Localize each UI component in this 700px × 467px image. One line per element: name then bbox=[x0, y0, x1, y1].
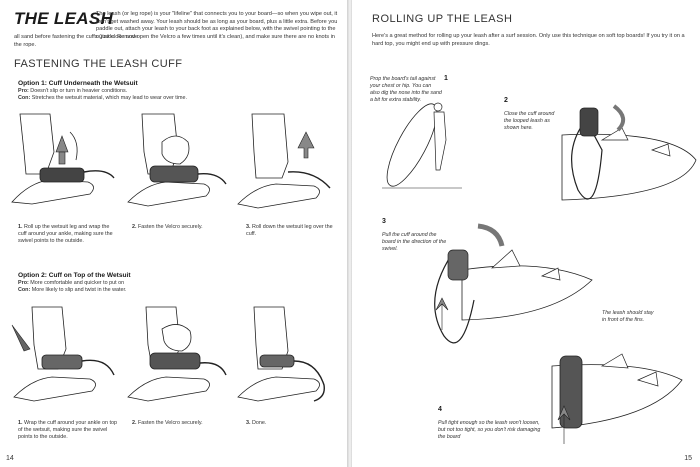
option1-step1-caption: 1. Roll up the wetsuit leg and wrap the … bbox=[18, 224, 118, 245]
option2-step3-illustration bbox=[234, 305, 342, 405]
page-title: THE LEASH bbox=[14, 9, 114, 28]
pro-label: Pro: bbox=[18, 88, 29, 94]
step2-text: Close the cuff around the looped leash a… bbox=[504, 111, 555, 131]
con-label: Con: bbox=[18, 95, 31, 101]
intro-paragraph-continued: all sand before fastening the cuffs (jus… bbox=[14, 34, 335, 48]
step-text: Wrap the cuff around your ankle on top o… bbox=[18, 420, 117, 440]
step-text: Roll down the wetsuit leg over the cuff. bbox=[246, 224, 333, 237]
step3-illustration bbox=[434, 223, 593, 344]
option2-step2-illustration bbox=[122, 305, 230, 405]
pro-label: Pro: bbox=[18, 280, 29, 286]
right-page: ROLLING UP THE LEASH Here's a great meth… bbox=[352, 0, 700, 467]
page-number: 14 bbox=[6, 455, 14, 462]
step-text: Roll up the wetsuit leg and wrap the cuf… bbox=[18, 224, 113, 244]
option1-step1-illustration bbox=[10, 112, 118, 212]
step2-illustration bbox=[561, 104, 697, 201]
option1-step3-illustration bbox=[234, 112, 342, 212]
con-text: More likely to slip and twist in the wat… bbox=[31, 287, 127, 293]
step-number: 2. bbox=[132, 420, 137, 426]
step4-illustration bbox=[551, 353, 683, 444]
step1-text: Prop the board's tail against your chest… bbox=[370, 76, 442, 103]
option2-step2-caption: 2. Fasten the Velcro securely. bbox=[132, 420, 232, 427]
step-text: Done. bbox=[252, 420, 267, 426]
step4-text: Pull tight enough so the leash won't loo… bbox=[438, 420, 541, 440]
option2-con: Con: More likely to slip and twist in th… bbox=[18, 287, 126, 294]
option2-step3-caption: 3. Done. bbox=[246, 420, 336, 427]
step-number: 2. bbox=[132, 224, 137, 230]
con-label: Con: bbox=[18, 287, 31, 293]
side-note: The leash should stay in front of the fi… bbox=[602, 310, 654, 323]
option1-step3-caption: 3. Roll down the wetsuit leg over the cu… bbox=[246, 224, 336, 238]
option1-step2-illustration bbox=[122, 112, 230, 212]
option1-con: Con: Stretches the wetsuit material, whi… bbox=[18, 95, 187, 102]
step1-number: 1 bbox=[444, 75, 448, 82]
pro-text: More comfortable and quicker to put on bbox=[30, 280, 125, 286]
option2-step1-caption: 1. Wrap the cuff around your ankle on to… bbox=[18, 420, 118, 441]
con-text: Stretches the wetsuit material, which ma… bbox=[31, 95, 187, 101]
step3-text: Pull the cuff around the board in the di… bbox=[382, 232, 447, 252]
step1-illustration bbox=[382, 102, 462, 189]
option2-title: Option 2: Cuff on Top of the Wetsuit bbox=[18, 272, 131, 279]
option2-pro: Pro: More comfortable and quicker to put… bbox=[18, 280, 124, 287]
right-page-title: ROLLING UP THE LEASH bbox=[372, 13, 513, 25]
step-number: 3. bbox=[246, 420, 251, 426]
step2-number: 2 bbox=[504, 97, 508, 104]
left-page: THE LEASH The leash (or leg rope) is you… bbox=[0, 0, 347, 467]
step4-number: 4 bbox=[438, 406, 442, 413]
option2-step1-illustration bbox=[10, 305, 118, 405]
book-gutter bbox=[347, 0, 352, 467]
leash-rollup-illustrations bbox=[382, 102, 697, 444]
option1-pro: Pro: Doesn't slip or turn in heavier con… bbox=[18, 88, 127, 95]
page-number: 15 bbox=[684, 455, 692, 462]
option1-step2-caption: 2. Fasten the Velcro securely. bbox=[132, 224, 232, 231]
pro-text: Doesn't slip or turn in heavier conditio… bbox=[30, 88, 128, 94]
step3-number: 3 bbox=[382, 218, 386, 225]
intro-paragraph: The leash (or leg rope) is your "lifelin… bbox=[96, 11, 338, 40]
step-number: 1. bbox=[18, 224, 23, 230]
right-intro-paragraph: Here's a great method for rolling up you… bbox=[372, 33, 685, 47]
step-text: Fasten the Velcro securely. bbox=[138, 224, 203, 230]
step-text: Fasten the Velcro securely. bbox=[138, 420, 203, 426]
section-title: FASTENING THE LEASH CUFF bbox=[14, 58, 183, 70]
step-number: 3. bbox=[246, 224, 251, 230]
option1-title: Option 1: Cuff Underneath the Wetsuit bbox=[18, 80, 138, 87]
step-number: 1. bbox=[18, 420, 23, 426]
